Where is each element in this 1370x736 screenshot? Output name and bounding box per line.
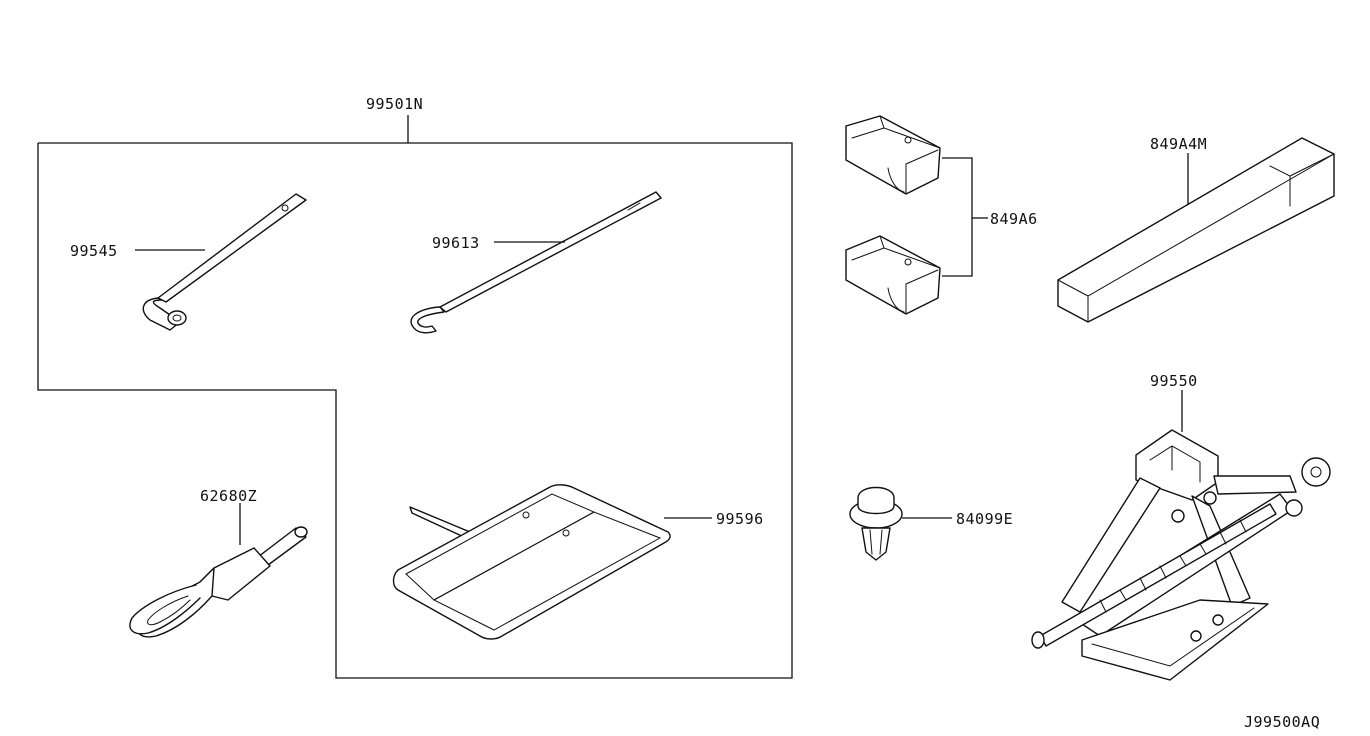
figure-code: J99500AQ [1244,713,1320,731]
part-label-62680z[interactable]: 62680Z [200,487,257,505]
part-label-99613[interactable]: 99613 [432,234,480,252]
foam-block-illustration [1057,137,1335,323]
part-label-99550[interactable]: 99550 [1150,372,1198,390]
tool-tray-illustration [392,484,712,640]
tow-hook-illustration [129,503,308,638]
jack-handle-illustration [410,191,662,334]
clip-illustration [849,486,952,561]
holder-block-leader [942,157,988,277]
part-label-99501n[interactable]: 99501N [366,95,423,113]
toolkit-group-outline [37,115,793,679]
scissor-jack-illustration [1031,390,1331,681]
holder-block-upper-illustration [845,115,941,195]
part-label-849a4m[interactable]: 849A4M [1150,135,1207,153]
part-label-849a6[interactable]: 849A6 [990,210,1038,228]
part-label-99596[interactable]: 99596 [716,510,764,528]
part-label-99545[interactable]: 99545 [70,242,118,260]
wheel-wrench-illustration [135,193,307,331]
holder-block-lower-illustration [845,235,941,315]
part-label-84099e[interactable]: 84099E [956,510,1013,528]
